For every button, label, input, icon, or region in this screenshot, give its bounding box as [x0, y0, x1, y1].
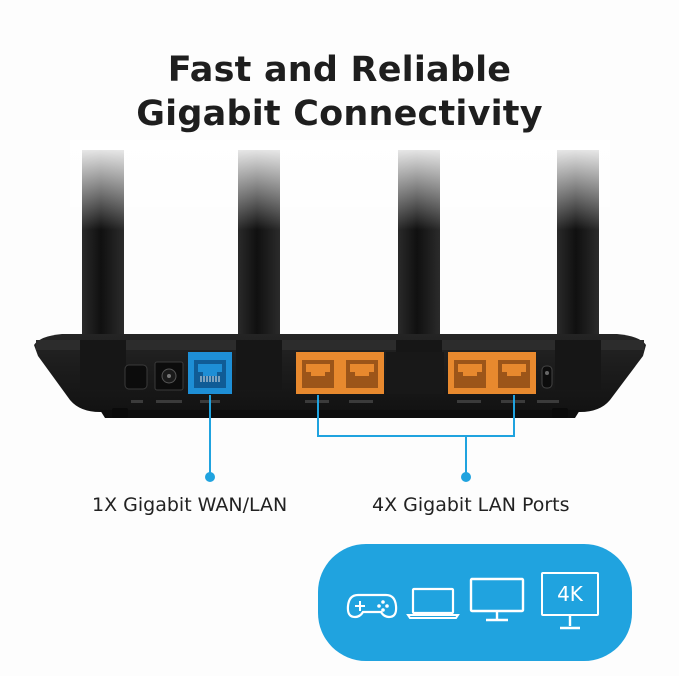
antennas [70, 140, 610, 400]
supported-devices-pill: 4K [318, 544, 632, 661]
monitor-4k-stand [560, 616, 580, 630]
headline-line-2: Gigabit Connectivity [136, 94, 543, 134]
callout-lines [209, 395, 515, 474]
monitor-icon [469, 577, 525, 622]
laptop-icon [406, 587, 460, 619]
lan-port-1 [296, 352, 340, 394]
lan-ports [296, 352, 536, 394]
gamepad-icon [346, 593, 398, 619]
lan-ports-label: 4X Gigabit LAN Ports [372, 494, 570, 516]
monitor-4k-text: 4K [557, 582, 583, 606]
lan-callout-dot [461, 472, 471, 482]
power-controls [124, 361, 184, 391]
headline-line-1: Fast and Reliable [167, 50, 512, 90]
wan-callout-dot [205, 472, 215, 482]
power-button [124, 364, 148, 390]
lan-callout-bracket [317, 395, 515, 437]
lan-port-4 [492, 352, 536, 394]
monitor-4k-icon: 4K [541, 572, 599, 616]
wan-port [188, 352, 232, 394]
lan-port-2 [340, 352, 384, 394]
reset-button [541, 365, 553, 389]
lan-port-3 [448, 352, 492, 394]
headline: Fast and Reliable Gigabit Connectivity [0, 48, 679, 136]
wan-port-label: 1X Gigabit WAN/LAN [92, 494, 288, 516]
